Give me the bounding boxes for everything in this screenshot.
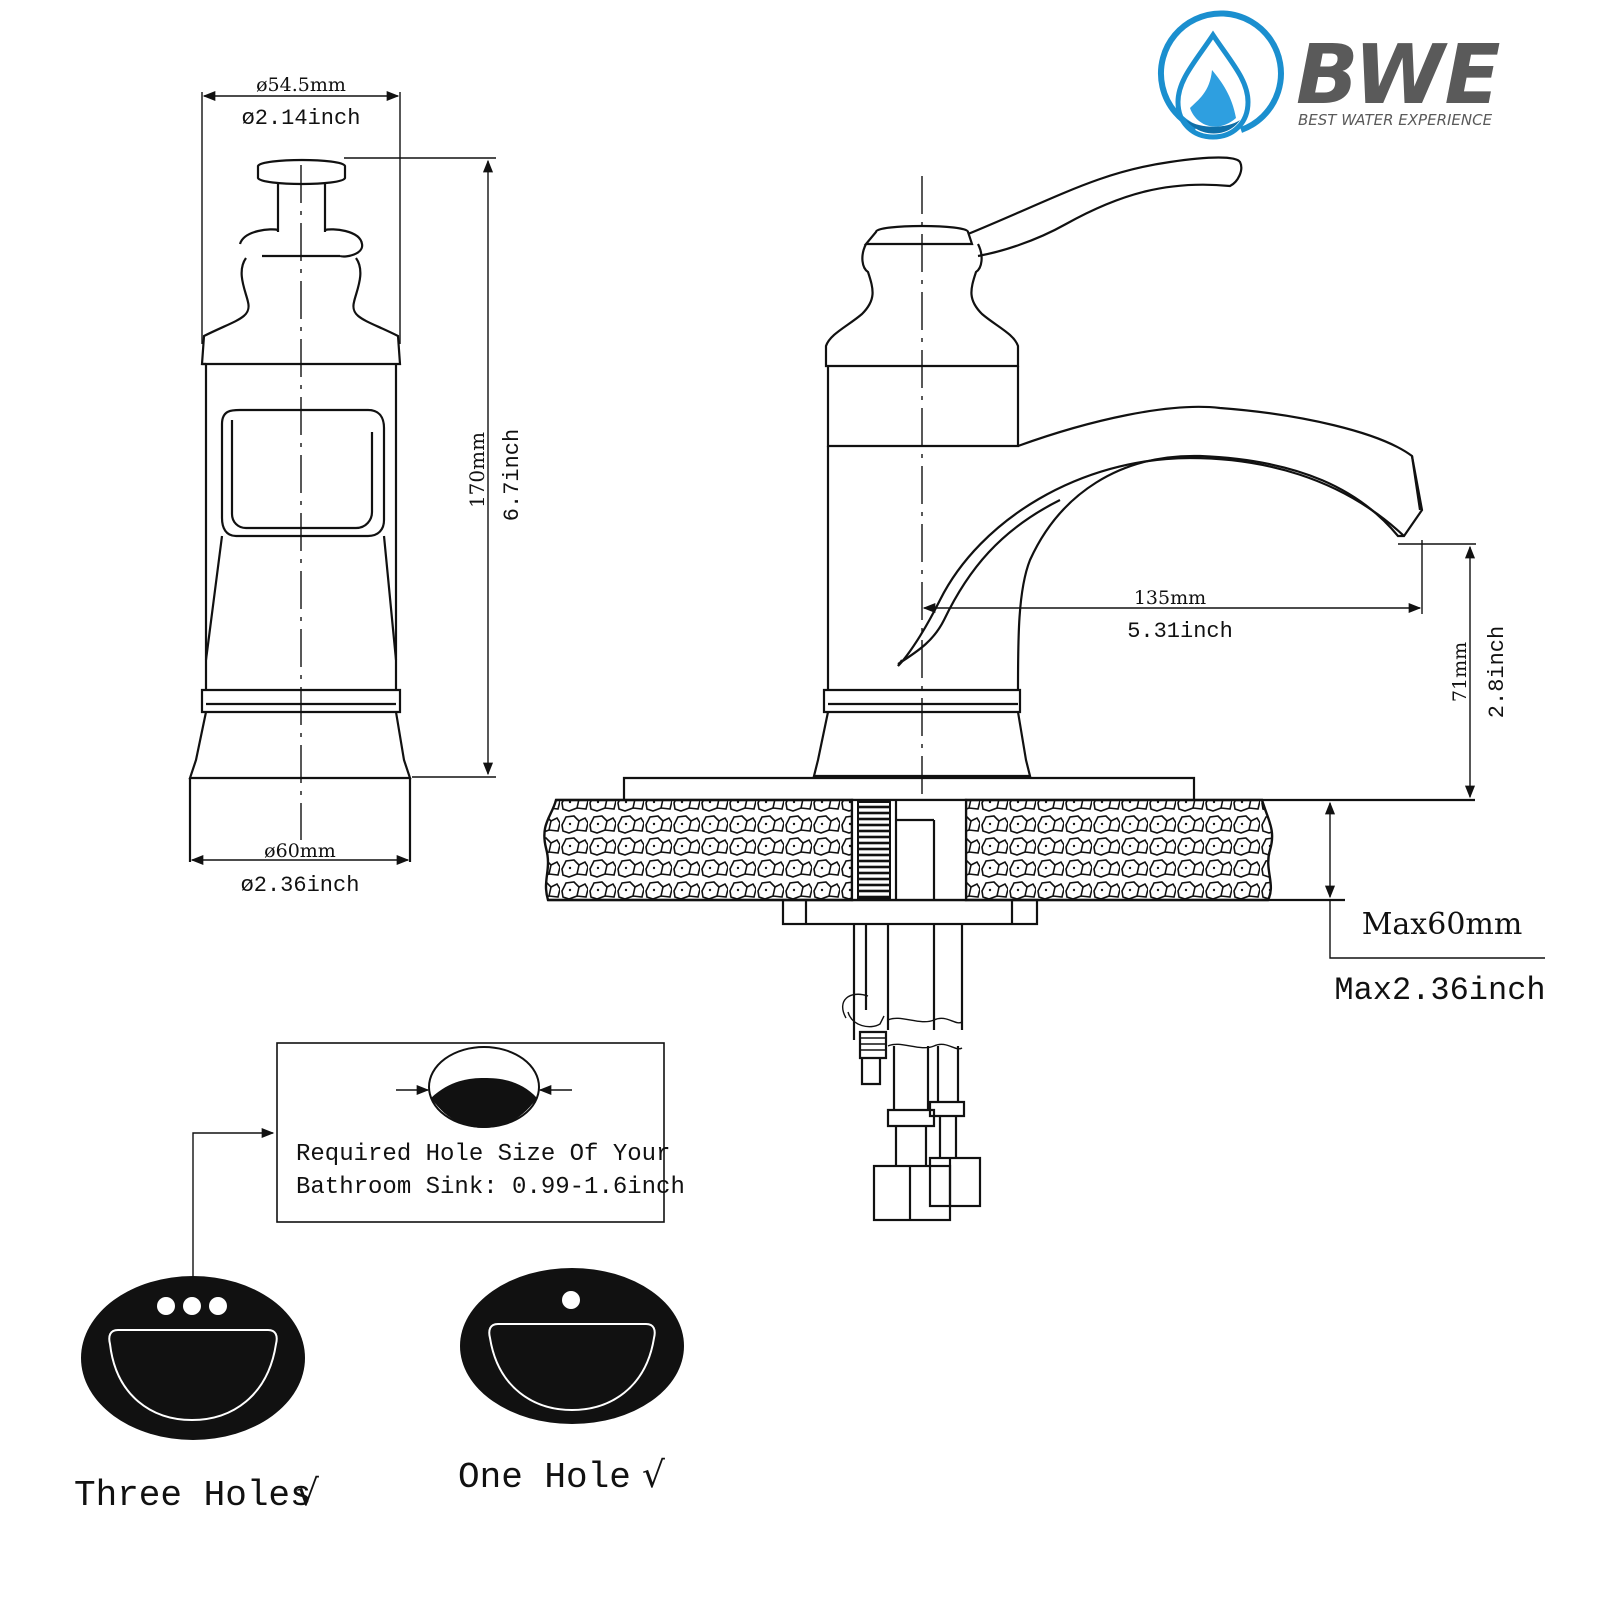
three-hole-sink-icon [81, 1276, 305, 1440]
side-view: 135mm 5.31inch 71mm 2.8inch Max60mm Max2… [543, 156, 1546, 1222]
hole-note-line-1: Required Hole Size Of Your [296, 1141, 670, 1168]
brand-logo: BWE BEST WATER EXPERIENCE [1157, 10, 1500, 140]
side-faucet-handle [967, 156, 1243, 258]
three-holes-sink-option: Three Holes √ [74, 1276, 319, 1516]
brand-tagline: BEST WATER EXPERIENCE [1298, 111, 1493, 129]
one-hole-sink-icon [460, 1268, 684, 1424]
base-diameter-mm-label: ø60mm [264, 840, 336, 862]
hole-size-note: Required Hole Size Of Your Bathroom Sink… [192, 1042, 685, 1278]
top-diameter-in-label: ø2.14inch [242, 106, 361, 131]
base-diameter-in-label: ø2.36inch [241, 873, 360, 898]
height-mm-label: 170mm [465, 432, 489, 508]
spout-height-in-label: 2.8inch [1485, 626, 1510, 718]
water-drop-logo-icon [1157, 10, 1284, 140]
one-hole-label: One Hole [458, 1457, 631, 1498]
reach-in-label: 5.31inch [1127, 619, 1233, 644]
height-in-label: 6.7inch [500, 429, 525, 521]
side-faucet-body [622, 224, 1424, 800]
top-diameter-mm-label: ø54.5mm [256, 74, 346, 96]
three-holes-label: Three Holes [74, 1475, 312, 1516]
brand-name: BWE [1296, 28, 1500, 123]
deck-thickness-mm-label: Max60mm [1362, 907, 1523, 942]
check-mark-icon: √ [642, 1455, 665, 1496]
one-hole-sink-option: One Hole √ [458, 1268, 684, 1498]
supply-hoses [841, 924, 982, 1222]
deck-thickness-in-label: Max2.36inch [1334, 972, 1545, 1009]
front-faucet-body [188, 158, 412, 862]
hole-note-line-2: Bathroom Sink: 0.99-1.6inch [296, 1174, 685, 1201]
spout-height-mm-label: 71mm [1449, 642, 1471, 702]
front-view: ø54.5mm ø2.14inch 170mm 6.7inch ø60mm ø2… [188, 74, 525, 898]
hole-cross-section-icon [396, 1046, 572, 1128]
reach-mm-label: 135mm [1134, 587, 1206, 609]
countertop-section [543, 798, 1475, 926]
check-mark-icon: √ [296, 1473, 319, 1514]
